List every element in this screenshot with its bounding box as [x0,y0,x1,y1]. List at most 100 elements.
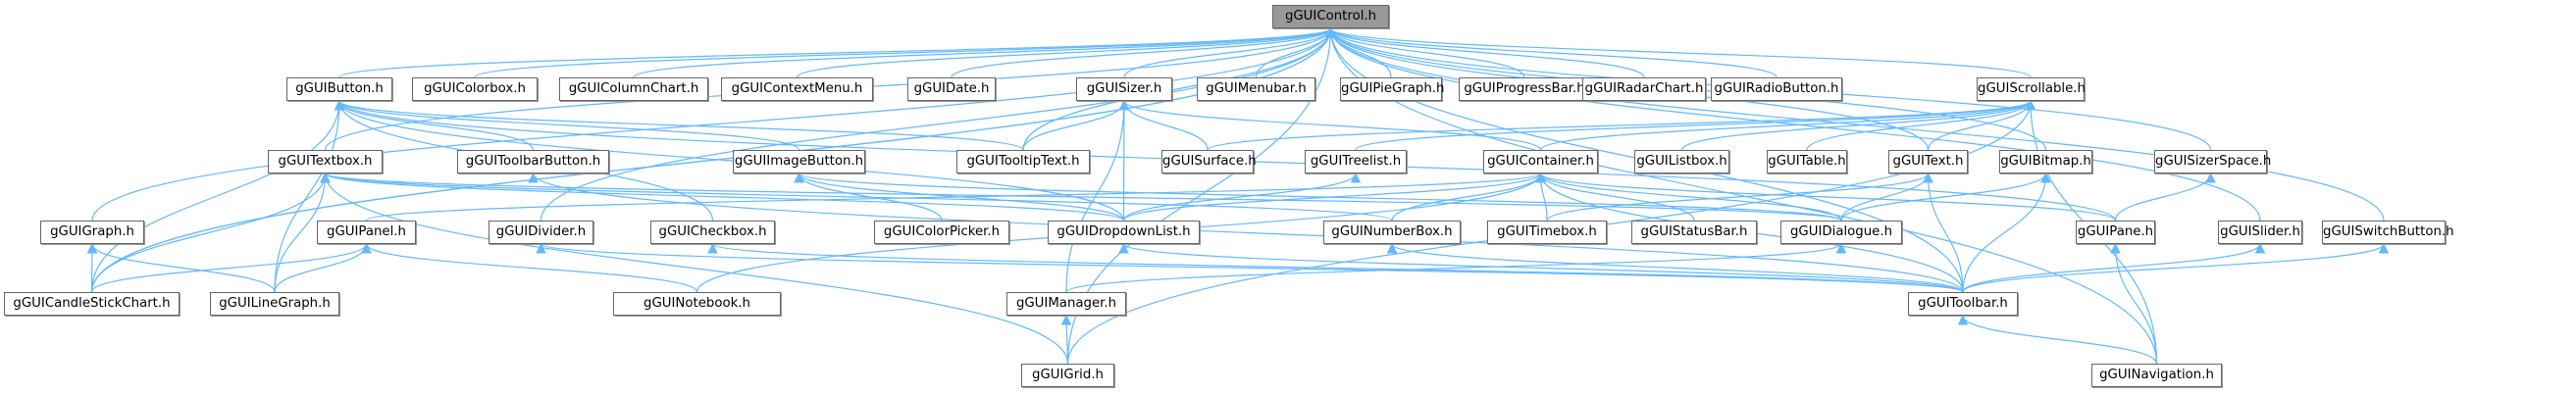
edge-dropdownlist-to-textbox [320,172,1125,222]
node-navigation[interactable]: gGUINavigation.h [2091,364,2222,387]
edge-linegraph-to-textbox [274,172,331,293]
node-dropdownlist[interactable]: gGUIDropdownList.h [1048,221,1200,244]
edge-grid-to-manager [1060,314,1072,365]
node-textbox[interactable]: gGUITextbox.h [268,150,383,173]
edge-sizer-to-control [1123,26,1336,78]
edge-toolbar-to-text [1923,172,1964,293]
node-imagebutton[interactable]: gGUIImageButton.h [733,150,865,173]
node-slider[interactable]: gGUISlider.h [2218,221,2302,244]
edge-surface-to-scrollable [1207,99,2036,151]
edge-columnchart-to-control [633,26,1336,78]
node-colorpicker[interactable]: gGUIColorPicker.h [874,221,1009,244]
node-candlestick[interactable]: gGUICandleStickChart.h [4,292,180,316]
edge-dropdownlist-to-treelist [1122,172,1362,222]
node-tooltiptext[interactable]: gGUITooltipText.h [956,150,1090,173]
node-statusbar[interactable]: gGUIStatusBar.h [1631,221,1757,244]
edge-divider-to-control [540,26,1336,222]
edge-listbox-to-scrollable [1680,99,2036,151]
node-grid[interactable]: gGUIGrid.h [1021,364,1114,387]
edge-panel-to-container [365,172,1546,222]
node-timebox[interactable]: gGUITimebox.h [1487,221,1607,244]
edge-table-to-scrollable [1806,99,2036,151]
node-control[interactable]: gGUIControl.h [1272,5,1389,28]
edge-colorbox-to-control [474,26,1336,78]
node-button[interactable]: gGUIButton.h [286,77,392,101]
node-pane[interactable]: gGUIPane.h [2076,221,2155,244]
edge-toolbar-to-switchbutton [1962,242,2390,293]
node-radiobutton[interactable]: gGUIRadioButton.h [1711,77,1842,101]
node-toolbarbutton[interactable]: gGUIToolbarButton.h [457,150,609,173]
edge-tooltiptext-to-control [1022,26,1336,151]
node-container[interactable]: gGUIContainer.h [1483,150,1598,173]
node-progressbar[interactable]: gGUIProgressBar.h [1459,77,1590,101]
node-linegraph[interactable]: gGUILineGraph.h [210,292,339,316]
edge-timebox-to-text [1546,172,1933,222]
node-numberbox[interactable]: gGUINumberBox.h [1323,221,1461,244]
node-checkbox[interactable]: gGUICheckbox.h [650,221,775,244]
node-colorbox[interactable]: gGUIColorbox.h [412,77,538,101]
edge-treelist-to-scrollable [1355,99,2036,151]
node-manager[interactable]: gGUIManager.h [1006,292,1126,316]
node-contextmenu[interactable]: gGUIContextMenu.h [721,77,873,101]
edge-dropdownlist-to-button [334,99,1125,222]
edge-radiobutton-to-control [1325,26,1777,78]
node-sizerspace[interactable]: gGUISizerSpace.h [2154,150,2271,173]
edge-manager-to-dialogue [1065,242,1847,293]
edge-container-to-scrollable [1539,99,2036,151]
node-columnchart[interactable]: gGUIColumnChart.h [559,77,708,101]
edge-numberbox-to-container [1391,172,1546,222]
edge-button-to-control [338,26,1336,78]
edge-grid-to-textbox [320,172,1069,365]
edge-dialogue-to-imagebutton [794,172,1842,222]
node-piegraph[interactable]: gGUIPieGraph.h [1340,77,1444,101]
node-sizer[interactable]: gGUISizer.h [1076,77,1172,101]
edge-navigation-to-pane [2110,242,2158,365]
edge-container-to-sizer [1118,99,1542,151]
node-date[interactable]: gGUIDate.h [907,77,996,101]
edge-dropdownlist-to-container [1122,172,1546,222]
edge-manager-to-sizer [1065,99,1130,293]
node-text[interactable]: gGUIText.h [1888,150,1968,173]
edge-toolbar-to-dropdownlist [1118,242,1964,293]
edge-candlestick-to-panel [90,242,372,293]
node-radarchart[interactable]: gGUIRadarChart.h [1582,77,1706,101]
node-scrollable[interactable]: gGUIScrollable.h [1977,77,2086,101]
edge-toolbarbutton-to-button [334,99,535,151]
edge-statusbar-to-container [1535,172,1695,222]
edge-tooltiptext-to-button [334,99,1024,151]
node-toolbar[interactable]: gGUIToolbar.h [1908,292,2018,316]
node-dialogue[interactable]: gGUIDialogue.h [1780,221,1902,244]
node-bitmap[interactable]: gGUIBitmap.h [1999,150,2092,173]
node-switchbutton[interactable]: gGUISwitchButton.h [2322,221,2454,244]
node-panel[interactable]: gGUIPanel.h [317,221,416,244]
node-listbox[interactable]: gGUIListbox.h [1634,150,1729,173]
edge-dialogue-to-textbox [320,172,1842,222]
edge-linegraph-to-button [274,99,345,293]
node-table[interactable]: gGUITable.h [1767,150,1847,173]
node-treelist[interactable]: gGUITreelist.h [1305,150,1407,173]
edge-pane-to-container [1535,172,2117,222]
edge-toolbar-to-bitmap [1962,172,2051,293]
edge-toolbar-to-checkbox [707,242,1964,293]
edge-toolbar-to-slider [1962,242,2266,293]
node-surface[interactable]: gGUISurface.h [1161,150,1257,173]
edge-graph-to-control [91,26,1336,222]
edge-radarchart-to-control [1325,26,1645,78]
edge-numberbox-to-textbox [320,172,1393,222]
edge-imagebutton-to-button [334,99,800,151]
node-graph[interactable]: gGUIGraph.h [40,221,144,244]
edge-toolbar-to-toolbarbutton [528,172,1964,293]
edge-dialogue-to-bitmap [1840,172,2051,222]
node-menubar[interactable]: gGUIMenubar.h [1197,77,1315,101]
node-divider[interactable]: gGUIDivider.h [489,221,593,244]
edge-scrollable-to-control [1325,26,2032,78]
edge-toolbar-to-numberbox [1386,242,1964,293]
node-notebook[interactable]: gGUINotebook.h [613,292,781,316]
edge-notebook-to-panel [361,242,698,293]
edge-date-to-control [951,26,1336,78]
edge-switchbutton-to-control [1325,26,2385,222]
edge-dialogue-to-container [1535,172,1842,222]
edge-contextmenu-to-control [796,26,1336,78]
edge-pane-to-sizerspace [2114,172,2216,222]
